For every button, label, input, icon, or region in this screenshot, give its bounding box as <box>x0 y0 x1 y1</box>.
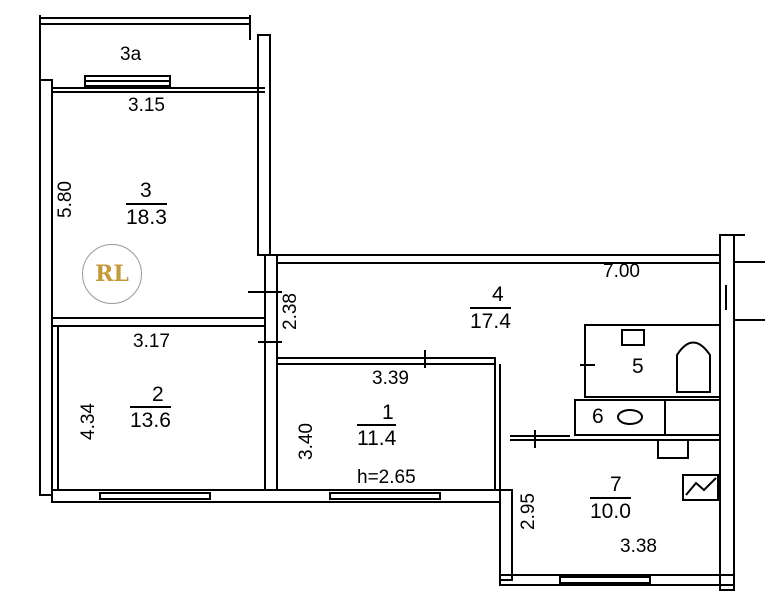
room-4-width: 7.00 <box>603 261 640 282</box>
room-3a-number: 3а <box>120 44 142 65</box>
room-4-area: 17.4 <box>470 307 511 332</box>
window <box>329 492 441 500</box>
sink-icon <box>621 329 645 346</box>
room-7-area: 10.0 <box>590 497 631 522</box>
room-2-width: 3.17 <box>133 331 170 352</box>
room-2-length: 4.34 <box>77 403 99 440</box>
room-1-area: 11.4 <box>357 424 397 449</box>
window <box>99 492 211 500</box>
room-7-number: 7 <box>610 473 622 496</box>
room-7-length: 2.95 <box>517 493 539 530</box>
room-3-number: 3 <box>140 179 152 202</box>
balcony-3a <box>39 15 251 87</box>
wall <box>257 34 271 256</box>
sink-icon <box>657 439 689 459</box>
room-2-area: 13.6 <box>130 406 171 431</box>
room-3-width: 3.15 <box>128 95 165 116</box>
wc-6 <box>574 399 666 436</box>
room-1-number: 1 <box>382 401 394 424</box>
rl-logo: RL <box>82 244 142 304</box>
stove-icon <box>682 474 719 501</box>
room-1-length: 3.40 <box>295 423 317 460</box>
outer-wall-bottom <box>499 574 735 586</box>
room-5-number: 5 <box>632 355 644 378</box>
room-6-number: 6 <box>592 405 604 428</box>
outer-wall-bottom <box>51 489 501 503</box>
wall <box>51 317 266 327</box>
room-3-area: 18.3 <box>126 203 167 228</box>
room-7-width: 3.38 <box>620 536 657 557</box>
room-2-number: 2 <box>152 383 164 406</box>
room-4-length: 2.38 <box>279 293 301 330</box>
wall <box>264 254 278 491</box>
room-1-width: 3.39 <box>372 368 409 389</box>
ceiling-height: h=2.65 <box>357 467 416 488</box>
bathtub-icon <box>676 341 711 393</box>
toilet-icon <box>617 409 643 425</box>
window <box>559 576 651 584</box>
bathroom-5 <box>584 324 721 398</box>
outer-wall-left <box>39 79 53 496</box>
room-3-length: 5.80 <box>54 181 76 218</box>
room-4-number: 4 <box>492 283 504 306</box>
wall <box>276 357 496 365</box>
